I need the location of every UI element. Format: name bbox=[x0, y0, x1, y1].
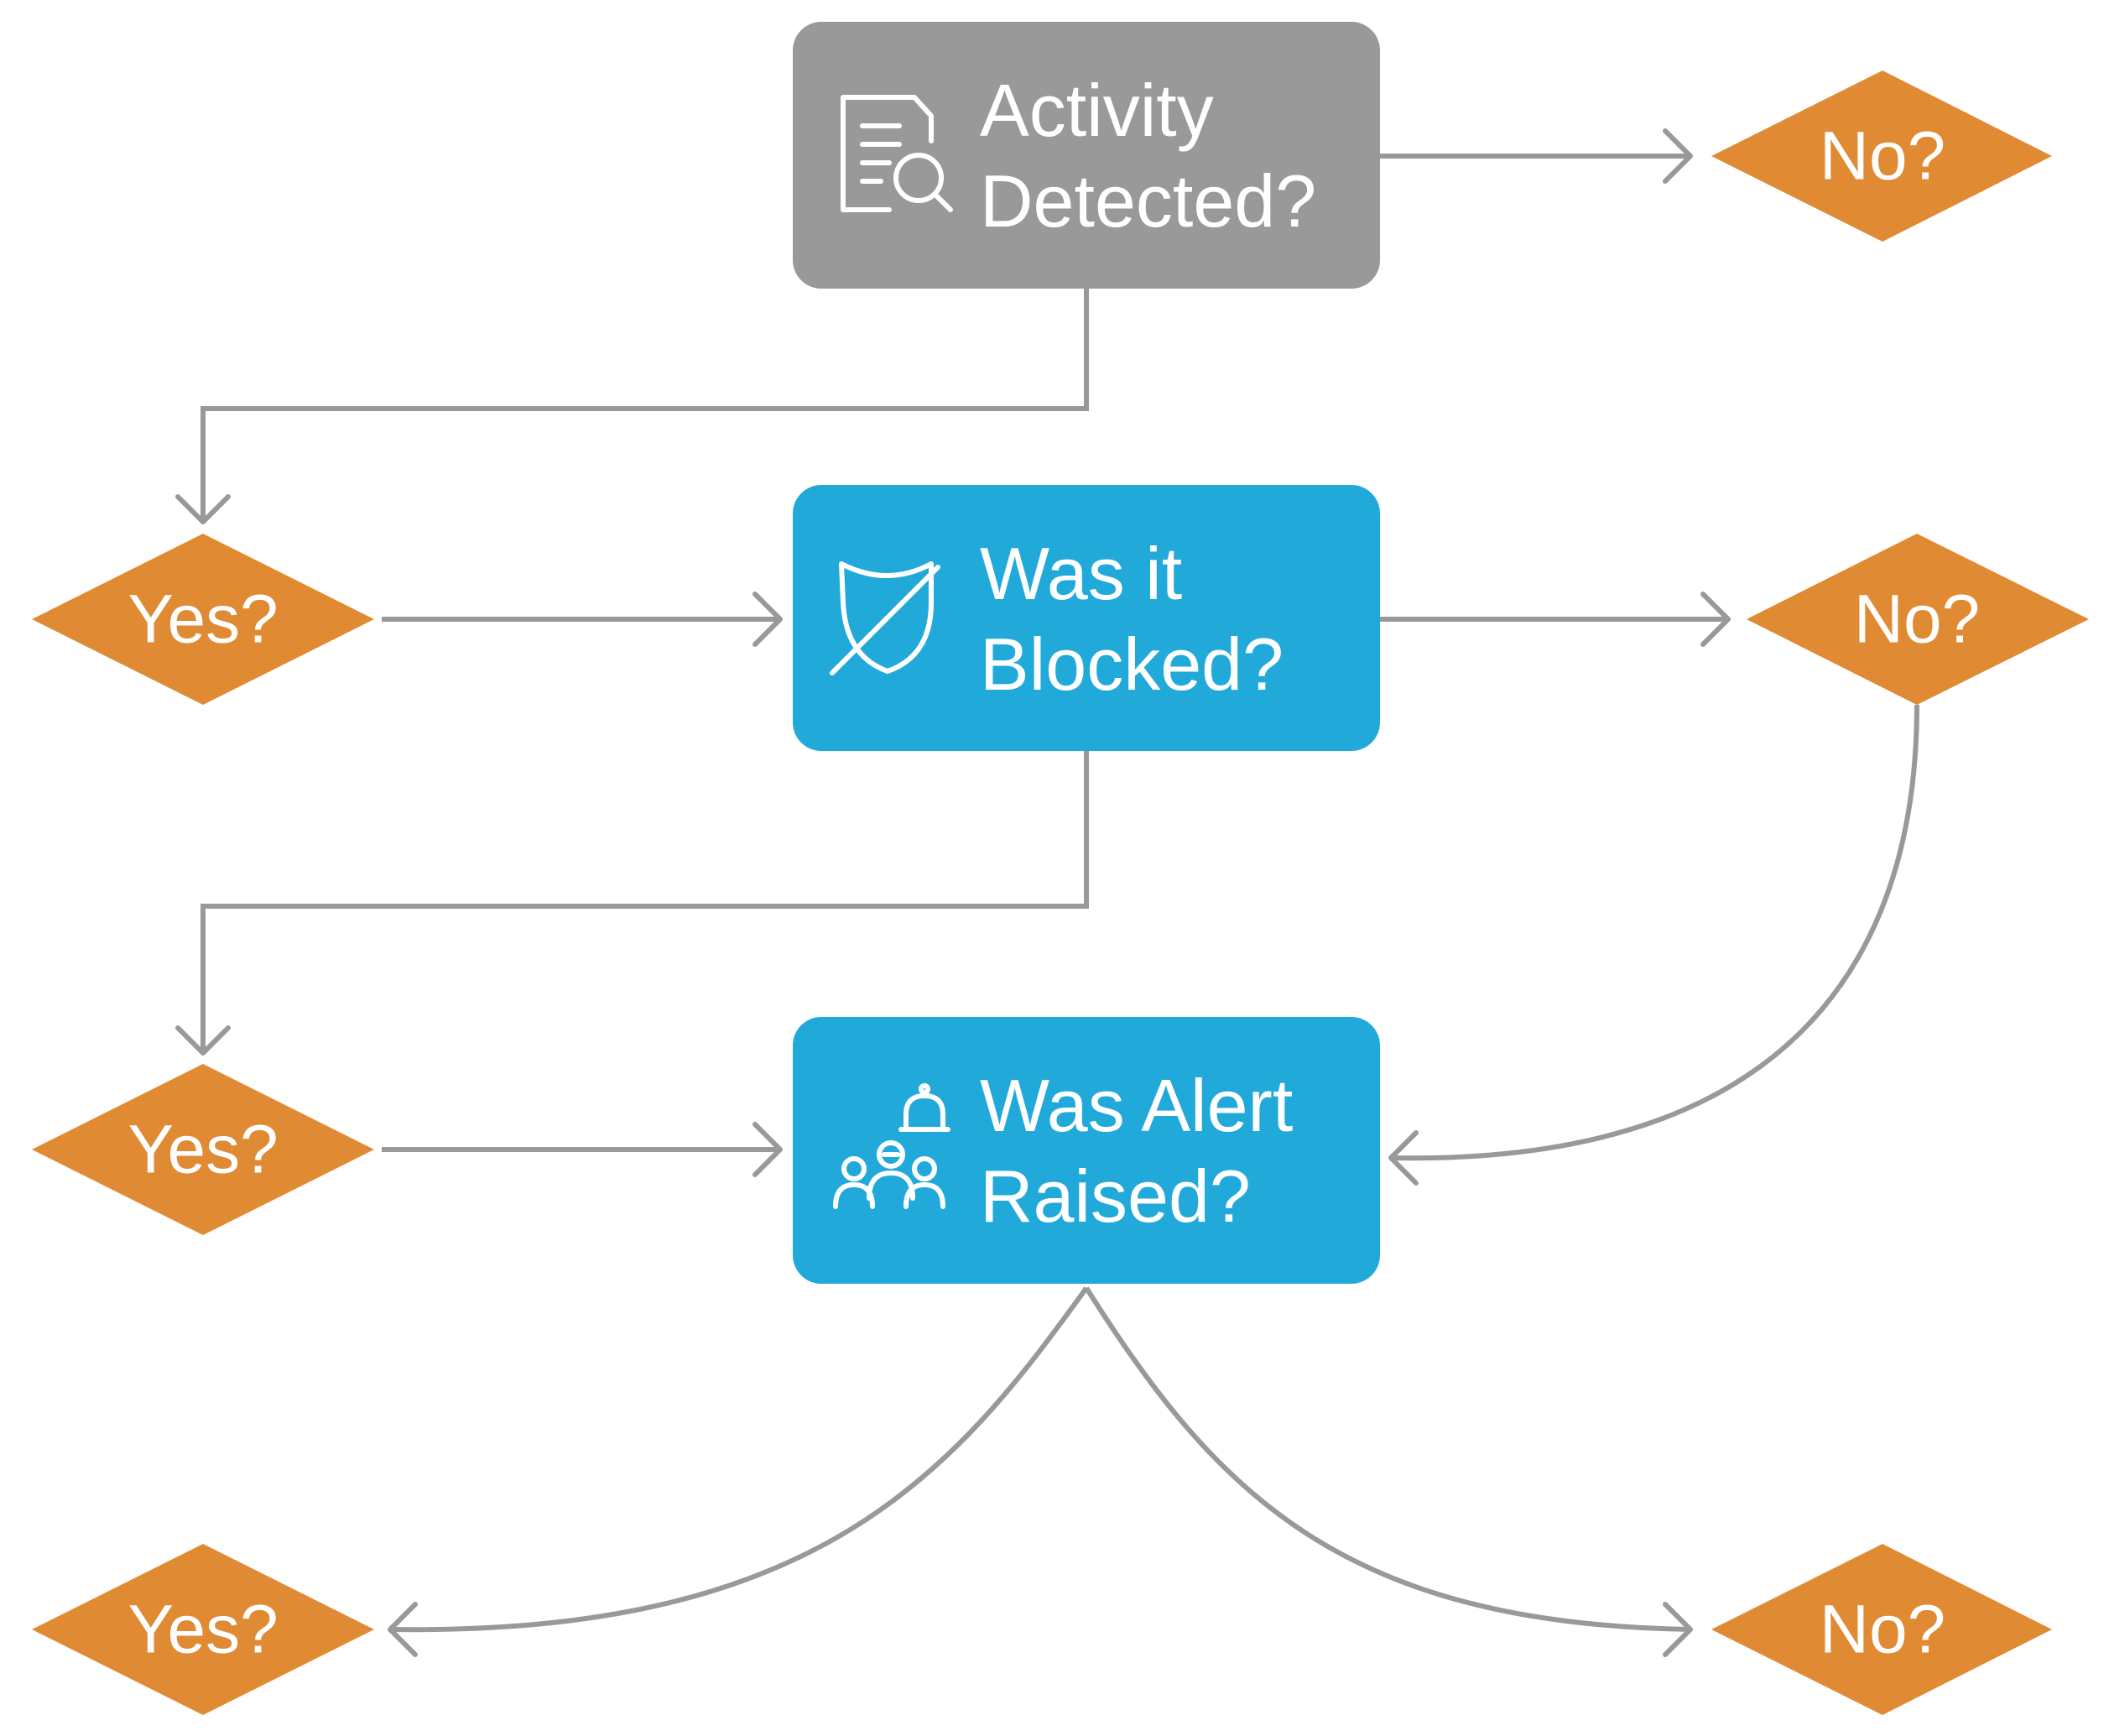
decision-diamond bbox=[32, 1064, 374, 1235]
decision-diamond bbox=[1747, 534, 2089, 705]
step-was-alert-raised: Was Alert Raised? bbox=[793, 1017, 1380, 1284]
step-label-line-2: Raised? bbox=[980, 1155, 1251, 1238]
decision-label: No? bbox=[1820, 118, 1945, 195]
connector-blocked-to-yes bbox=[200, 751, 1089, 1053]
arrowhead bbox=[1663, 128, 1693, 184]
step-activity-detected: Activity Detected? bbox=[793, 22, 1380, 289]
shield-slash-icon bbox=[830, 561, 940, 675]
arrowhead bbox=[175, 494, 231, 524]
decision-diamond bbox=[1711, 70, 2052, 242]
step-box bbox=[793, 485, 1380, 751]
step-label-line-2: Detected? bbox=[980, 159, 1316, 242]
decision-alert-yes: Yes? bbox=[32, 1064, 374, 1235]
arrowhead bbox=[1700, 592, 1731, 647]
decision-label: Yes? bbox=[128, 1112, 278, 1188]
decision-blocked-no: No? bbox=[1747, 534, 2089, 705]
connector-activity-to-yes bbox=[200, 289, 1089, 522]
step-label-line-1: Activity bbox=[980, 69, 1214, 152]
decision-blocked-yes: Yes? bbox=[32, 534, 374, 705]
step-was-it-blocked: Was it Blocked? bbox=[793, 485, 1380, 751]
connectors bbox=[175, 128, 1919, 1657]
connector-alert-to-no bbox=[1084, 1286, 1691, 1632]
decision-diamond bbox=[1711, 1544, 2052, 1715]
decision-final-yes: Yes? bbox=[32, 1544, 374, 1715]
decision-label: Yes? bbox=[128, 1592, 278, 1668]
step-box bbox=[793, 22, 1380, 289]
arrowhead bbox=[388, 1602, 418, 1657]
decision-diamond bbox=[32, 534, 374, 705]
step-label-line-1: Was it bbox=[980, 532, 1182, 615]
group-alert-icon bbox=[833, 1083, 950, 1209]
step-label-line-2: Blocked? bbox=[980, 623, 1284, 706]
connector-no-to-alert bbox=[1390, 704, 1919, 1161]
decision-final-no: No? bbox=[1711, 1544, 2052, 1715]
document-search-icon bbox=[841, 95, 953, 212]
decision-activity-no: No? bbox=[1711, 70, 2052, 242]
step-box bbox=[793, 1017, 1380, 1284]
decision-diamond bbox=[32, 1544, 374, 1715]
step-label-line-1: Was Alert bbox=[980, 1064, 1293, 1147]
arrowhead bbox=[1663, 1602, 1693, 1657]
arrowhead bbox=[752, 1122, 783, 1177]
connector-alert-to-yes bbox=[389, 1286, 1089, 1633]
arrowhead bbox=[1388, 1130, 1419, 1186]
arrowhead bbox=[175, 1025, 231, 1056]
decision-label: No? bbox=[1854, 581, 1980, 658]
decision-label: No? bbox=[1820, 1592, 1945, 1668]
arrowhead bbox=[752, 592, 783, 647]
decision-label: Yes? bbox=[128, 581, 278, 658]
